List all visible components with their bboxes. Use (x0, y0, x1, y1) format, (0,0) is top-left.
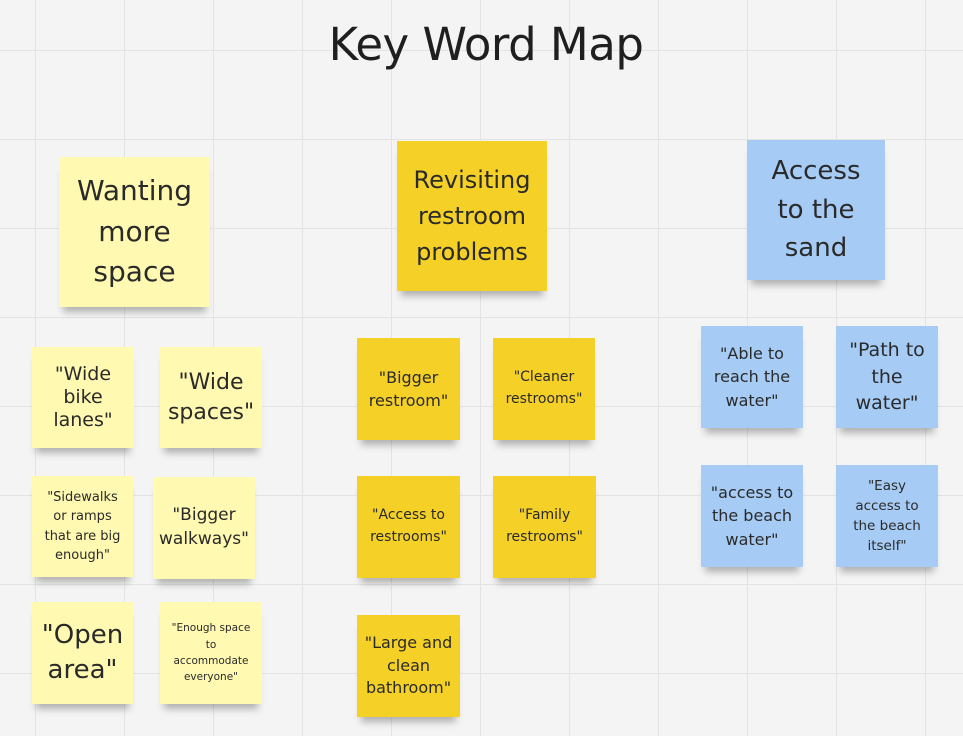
sticky-note-access-to-beach-water[interactable]: "access to the beach water" (701, 465, 803, 567)
header-note-text: Revisiting restroom problems (413, 166, 531, 266)
sticky-note-text: "Sidewalks or ramps that are big enough" (44, 489, 121, 564)
header-note-wanting-more-space[interactable]: Wanting more space (59, 157, 210, 307)
sticky-note-large-clean-bathroom[interactable]: "Large and clean bathroom" (357, 615, 460, 717)
sticky-note-text: "Access to restrooms" (370, 507, 447, 545)
header-note-text: Access to the sand (771, 156, 861, 264)
sticky-note-text: "Path to the water" (849, 339, 925, 415)
header-note-revisiting-restroom-problems[interactable]: Revisiting restroom problems (397, 141, 547, 291)
sticky-note-easy-access-beach[interactable]: "Easy access to the beach itself" (836, 465, 938, 567)
sticky-note-open-area[interactable]: "Open area" (32, 602, 133, 704)
sticky-note-text: "Large and clean bathroom" (364, 633, 453, 698)
sticky-note-text: "Bigger walkways" (159, 505, 249, 549)
sticky-note-able-to-reach-water[interactable]: "Able to reach the water" (701, 326, 803, 428)
sticky-note-text: "Easy access to the beach itself" (853, 477, 921, 555)
sticky-note-text: "access to the beach water" (710, 483, 794, 549)
sticky-note-text: "Able to reach the water" (713, 344, 791, 410)
sticky-note-text: "Wide bike lanes" (53, 363, 113, 431)
sticky-note-text: "Bigger restroom" (368, 367, 449, 410)
sticky-note-bigger-restroom[interactable]: "Bigger restroom" (357, 338, 460, 440)
sticky-note-enough-space[interactable]: "Enough space to accommodate everyone" (160, 602, 262, 704)
board-title: Key Word Map (328, 18, 644, 71)
sticky-note-text: "Cleaner restrooms" (505, 369, 583, 407)
sticky-note-cleaner-restrooms[interactable]: "Cleaner restrooms" (493, 338, 595, 440)
sticky-note-text: "Wide spaces" (167, 369, 255, 425)
sticky-note-text: "Family restrooms" (506, 507, 583, 545)
sticky-note-access-to-restrooms[interactable]: "Access to restrooms" (357, 476, 460, 578)
sticky-note-text: "Open area" (41, 619, 124, 685)
sticky-note-path-to-the-water[interactable]: "Path to the water" (836, 326, 938, 428)
sticky-note-sidewalks-ramps[interactable]: "Sidewalks or ramps that are big enough" (32, 476, 133, 577)
sticky-note-wide-spaces[interactable]: "Wide spaces" (160, 347, 262, 448)
sticky-note-text: "Enough space to accommodate everyone" (171, 622, 251, 684)
sticky-note-family-restrooms[interactable]: "Family restrooms" (493, 476, 596, 578)
header-note-text: Wanting more space (76, 174, 193, 289)
sticky-note-wide-bike-lanes[interactable]: "Wide bike lanes" (32, 347, 134, 448)
sticky-note-bigger-walkways[interactable]: "Bigger walkways" (153, 477, 255, 579)
header-note-access-to-the-sand[interactable]: Access to the sand (747, 140, 885, 280)
